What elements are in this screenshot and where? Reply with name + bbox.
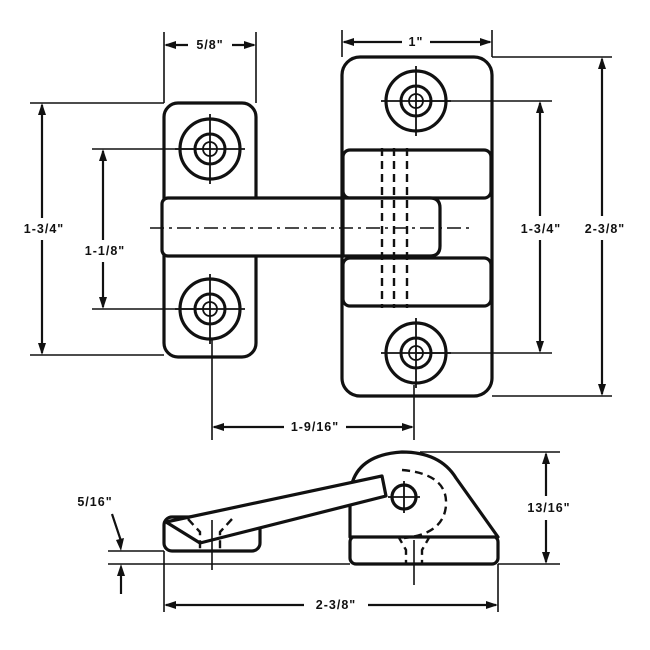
dim-label-left-overall-height: 1-3/4" — [24, 222, 64, 236]
dimension-lines — [38, 38, 606, 609]
dim-label-base-thickness: 5/16" — [77, 495, 112, 509]
right-countersink — [396, 535, 432, 564]
dim-label-right-overall-height: 2-3/8" — [585, 222, 625, 236]
side-latch-arm — [164, 474, 388, 545]
left-countersink — [187, 518, 233, 551]
dim-label-overall-length: 2-3/8" — [316, 598, 356, 612]
side-knuckle — [348, 450, 500, 539]
dim-label-top-left-width: 5/8" — [196, 38, 223, 52]
dim-label-side-height: 13/16" — [527, 501, 570, 515]
upper-guide-block — [341, 148, 493, 200]
dim-label-right-hole-spacing: 1-3/4" — [521, 222, 561, 236]
extension-lines — [30, 30, 612, 612]
dim-label-top-right-width: 1" — [409, 35, 424, 49]
top-view — [150, 55, 494, 398]
dimension-labels: 5/8" 1" 1-3/4" 1-1/8" 1-3/4" 2-3/8" 1-9/… — [24, 35, 625, 612]
dim-label-left-hole-spacing: 1-1/8" — [85, 244, 125, 258]
bolt-tip — [341, 196, 442, 258]
dim-label-hole-center-distance: 1-9/16" — [291, 420, 339, 434]
side-view — [162, 450, 500, 585]
lower-guide-block — [341, 256, 493, 308]
side-right-base — [348, 534, 500, 566]
